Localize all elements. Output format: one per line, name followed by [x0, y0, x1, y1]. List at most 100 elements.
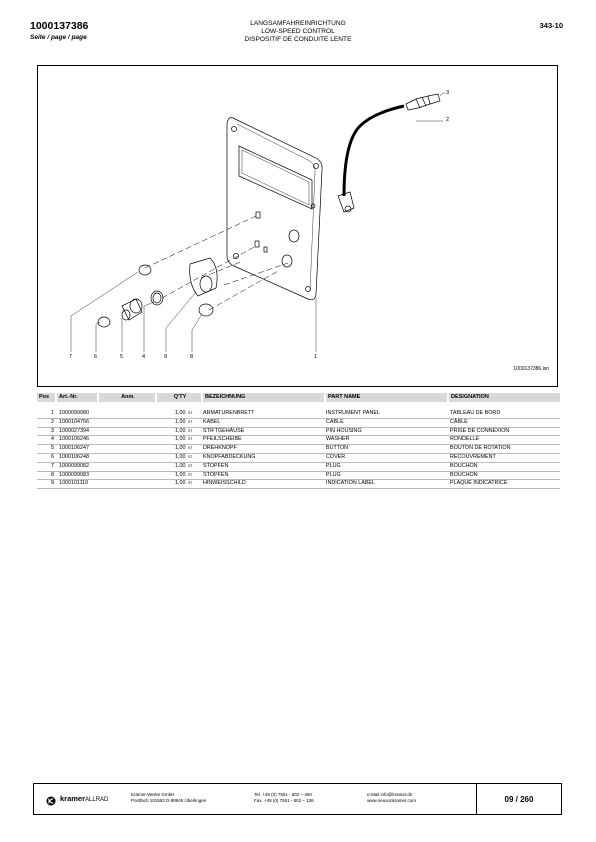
cell-en: BUTTON: [326, 445, 349, 452]
cell-en: INSTRUMENT PANEL: [326, 410, 381, 416]
header-qty: Q'TY: [157, 393, 201, 402]
panel-slot: [238, 145, 313, 210]
cell-qty: 1,00: [175, 471, 186, 478]
panel-hole-upper: [288, 229, 300, 243]
brand-logo: kramerALLRAD: [60, 794, 108, 803]
drawing-svg: [70, 92, 445, 352]
cell-unit: ST: [188, 472, 193, 477]
page-number: 09 / 260: [476, 784, 561, 814]
cell-unit: ST: [188, 437, 193, 442]
cell-de: STOPFEN: [203, 462, 229, 469]
cell-art: 1000106246: [59, 436, 89, 443]
brand-sub: ALLRAD: [85, 797, 109, 803]
email-address: e-Mail info@kramer.de: [367, 792, 413, 797]
cell-fr: BOUTON DE ROTATION: [450, 445, 511, 452]
callout-6: 6: [94, 354, 98, 360]
cell-en: PLUG: [326, 462, 341, 469]
cell-art: 1000106248: [59, 453, 89, 460]
cell-unit: ST: [188, 419, 193, 424]
cell-unit: ST: [188, 463, 193, 468]
cell-fr: CÂBLE: [450, 418, 468, 425]
cell-qty: 1,00: [175, 453, 186, 460]
label-9-shape: [189, 257, 218, 297]
cell-pos: 5: [51, 445, 54, 452]
cell-pos: 4: [51, 436, 54, 443]
cell-qty: 1,00: [175, 445, 186, 452]
cell-fr: BOUCHON: [450, 462, 478, 469]
section-code: 343-10: [539, 21, 563, 30]
cell-fr: TABLEAU DE BORD: [450, 410, 501, 416]
cell-en: INDICATION LABEL: [326, 480, 376, 487]
cell-pos: 6: [51, 453, 54, 460]
header-fr: DESIGNATION: [449, 393, 560, 402]
cell-art: 1000104756: [59, 418, 89, 425]
cell-unit: ST: [188, 428, 193, 433]
fax-number: Fax. +49 (0) 7551 - 802 – 136: [254, 798, 314, 803]
company-address: Postfach 101563 D-88645 Überlingen: [131, 798, 207, 803]
callout-5: 5: [120, 354, 124, 360]
cell-art: 1000027394: [59, 427, 89, 434]
cell-fr: PLAQUE INDICATRICE: [450, 480, 508, 487]
cell-de: STIFTGEHÄUSE: [203, 427, 245, 434]
cell-fr: PRISE DE CONNEXION: [450, 427, 510, 434]
plug-7-shape: [138, 264, 152, 276]
button-5-shape: [121, 298, 143, 321]
cell-unit: ST: [188, 454, 193, 459]
cell-de: ARMATURENBRETT: [203, 410, 255, 416]
cell-pos: 9: [51, 480, 54, 487]
phone-number: Tel. +49 (0) 7551 - 802 – 450: [254, 792, 312, 797]
table-header: Pos Art.-Nr. Anm. Q'TY BEZEICHNUNG PART …: [37, 393, 560, 402]
callout-1: 1: [314, 354, 318, 360]
title-english: LOW-SPEED CONTROL: [261, 28, 335, 35]
cell-de: DREHKNOPF: [203, 445, 237, 452]
plug-8-shape: [198, 303, 214, 317]
cell-en: CABLE: [326, 418, 344, 425]
cell-en: PLUG: [326, 471, 341, 478]
cell-unit: ST: [188, 481, 193, 486]
callout-7: 7: [69, 354, 73, 360]
header-en: PART NAME: [326, 393, 447, 402]
cover-6-shape: [97, 316, 111, 328]
header-anm: Anm.: [99, 393, 155, 402]
callout-2: 2: [446, 117, 450, 123]
callout-4: 4: [142, 354, 146, 360]
cell-fr: BOUCHON: [450, 471, 478, 478]
cell-qty: 1,00: [175, 480, 186, 487]
cell-qty: 1,00: [175, 418, 186, 425]
kramer-logo-icon: [46, 796, 56, 806]
cell-unit: ST: [188, 446, 193, 451]
cell-qty: 1,00: [175, 410, 186, 416]
cable-line: [342, 104, 405, 197]
cell-pos: 7: [51, 462, 54, 469]
header-pos: Pos: [37, 393, 55, 402]
title-french: DISPOSITIF DE CONDUITE LENTE: [244, 36, 352, 43]
brand-name: kramer: [60, 794, 86, 803]
cell-pos: 1: [51, 410, 54, 416]
panel-hole-lower: [281, 254, 293, 268]
cell-qty: 1,00: [175, 462, 186, 469]
cell-fr: RONDELLE: [450, 436, 480, 443]
cell-art: 1000099083: [59, 471, 89, 478]
footer: kramerALLRAD Kramer-Werke GmbH Postfach …: [33, 783, 562, 815]
cell-qty: 1,00: [175, 436, 186, 443]
cell-pos: 2: [51, 418, 54, 425]
cell-de: STOPFEN: [203, 471, 229, 478]
instrument-panel-shape: [226, 117, 323, 301]
cell-art: 1000099080: [59, 410, 89, 416]
callout-3: 3: [446, 90, 450, 96]
cell-pos: 3: [51, 427, 54, 434]
cell-fr: RECOUVREMENT: [450, 453, 496, 460]
cell-en: PIN HOUSING: [326, 427, 362, 434]
cell-art: 1000101110: [59, 480, 89, 487]
cell-de: HINWEISSCHILD: [203, 480, 246, 487]
washer-4-shape: [150, 290, 164, 306]
document-number: 1000137386: [30, 20, 89, 32]
